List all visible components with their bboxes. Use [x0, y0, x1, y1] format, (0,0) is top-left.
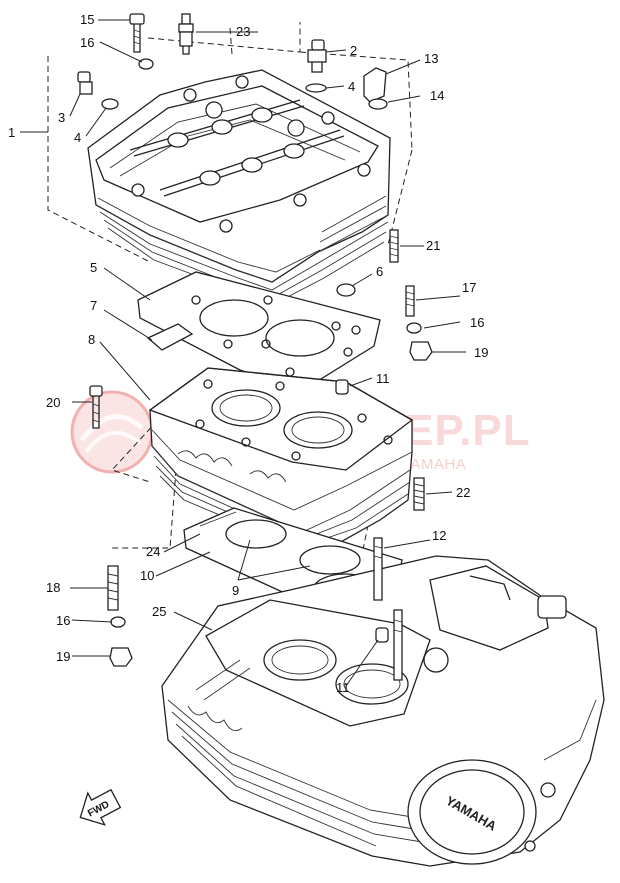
bolt-20-icon [89, 385, 103, 429]
cylinder-head [87, 69, 391, 305]
part-label-16-right: 16 [470, 315, 484, 330]
part-label-19-right: 19 [474, 345, 488, 360]
watermark-logo-icon [70, 390, 154, 474]
part-label-24: 24 [146, 544, 160, 559]
washer-16-right-icon [406, 322, 422, 334]
crankcase [161, 555, 605, 867]
part-label-4-right: 4 [348, 79, 355, 94]
part-label-9: 9 [232, 583, 239, 598]
part-label-25: 25 [152, 604, 166, 619]
washer-14-icon [368, 98, 388, 110]
part-label-5: 5 [90, 260, 97, 275]
dowel-11-top-icon [335, 379, 349, 395]
stud-18-icon [107, 565, 119, 611]
part-label-11-low: 11 [336, 680, 350, 695]
part-label-16-low: 16 [56, 613, 70, 628]
part-label-22: 22 [456, 485, 470, 500]
washer-16-top-icon [138, 58, 154, 70]
nut-19-low-icon [109, 647, 133, 667]
forward-arrow-icon: FWD [79, 788, 122, 826]
dowel-11-low-icon [375, 627, 389, 643]
part-label-18: 18 [46, 580, 60, 595]
part-label-2: 2 [350, 43, 357, 58]
part-label-4-left: 4 [74, 130, 81, 145]
part-label-23: 23 [236, 24, 250, 39]
washer-16-low-icon [110, 616, 126, 628]
cap-13-icon [363, 67, 387, 103]
part-label-14: 14 [430, 88, 444, 103]
part-label-8: 8 [88, 332, 95, 347]
stud-12-icon [373, 537, 403, 681]
part-label-6: 6 [376, 264, 383, 279]
part-label-19-low: 19 [56, 649, 70, 664]
part-label-16-top: 16 [80, 35, 94, 50]
nut-19-right-icon [409, 341, 433, 361]
cap-6-icon [336, 283, 356, 297]
part-label-12: 12 [432, 528, 446, 543]
bolt-15-icon [129, 13, 145, 53]
plug-2-icon [307, 39, 327, 73]
part-label-10: 10 [140, 568, 154, 583]
part-label-3: 3 [58, 110, 65, 125]
small-parts [77, 13, 433, 681]
cylinder-head-gasket [137, 271, 381, 393]
part-label-11-top: 11 [376, 371, 390, 386]
part-label-7: 7 [90, 298, 97, 313]
part-label-15: 15 [80, 12, 94, 27]
cylinder-block [148, 367, 414, 549]
spark-plug-23-icon [178, 13, 194, 55]
part-labels: 15 16 23 2 4 13 14 3 4 1 5 6 21 17 7 16 … [8, 12, 488, 695]
part-label-1: 1 [8, 125, 15, 140]
part-label-21: 21 [426, 238, 440, 253]
stud-21-icon [389, 229, 399, 263]
stud-17-icon [405, 285, 415, 317]
leader-lines [20, 19, 466, 687]
part-label-13: 13 [424, 51, 438, 66]
part-label-20: 20 [46, 395, 60, 410]
o-ring-4-left-icon [101, 98, 119, 110]
stud-22-icon [413, 477, 425, 511]
o-ring-4-right-icon [305, 83, 327, 93]
part-label-17: 17 [462, 280, 476, 295]
plug-3-icon [77, 71, 93, 95]
